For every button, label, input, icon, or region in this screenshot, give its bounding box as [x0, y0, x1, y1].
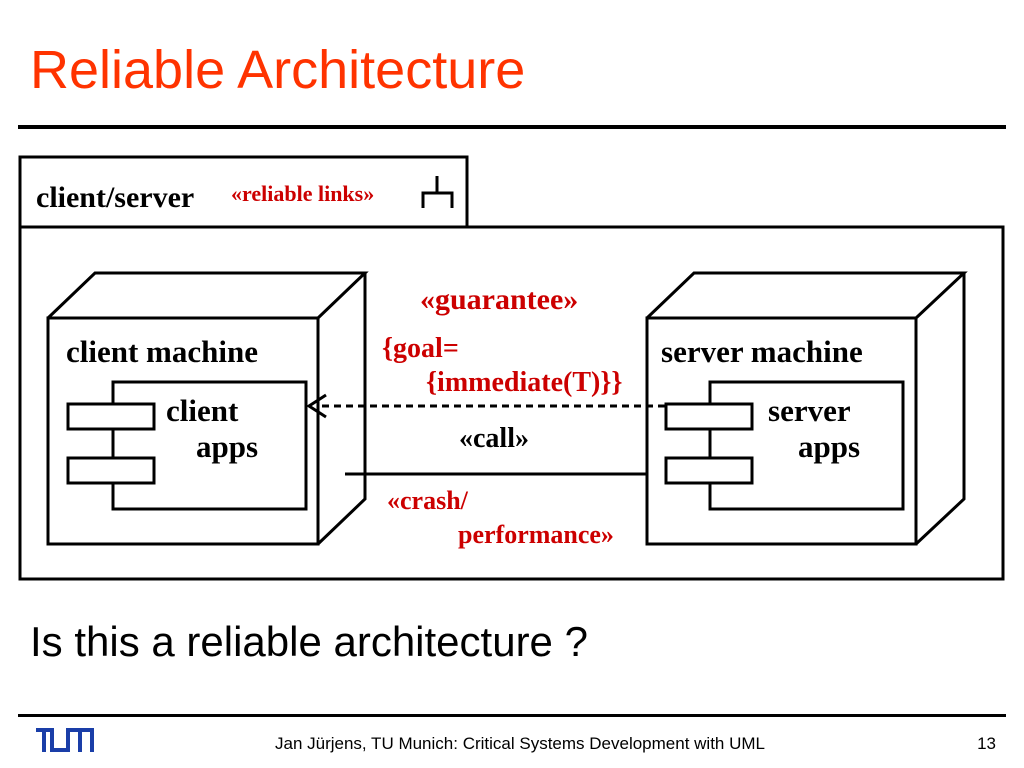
server-apps-label-line2: apps: [798, 429, 860, 464]
tum-logo: [36, 728, 94, 752]
slide-title: Reliable Architecture: [30, 40, 526, 100]
client-node: [46, 271, 369, 546]
subsystem-fork-icon: [421, 176, 454, 208]
package-frame: [18, 155, 1005, 581]
server-apps-label-line1: server: [768, 393, 851, 428]
client-apps-label-line2: apps: [196, 429, 258, 464]
goal-tag-line2: {immediate(T)}}: [426, 367, 622, 398]
footer-divider: [18, 714, 1006, 717]
footer-text: Jan Jürjens, TU Munich: Critical Systems…: [274, 734, 765, 753]
package-stereotype: «reliable links»: [231, 181, 374, 206]
package-name: client/server: [36, 181, 194, 214]
link-stereotype-line1: «crash/: [387, 486, 469, 515]
question-text: Is this a reliable architecture ?: [30, 618, 588, 665]
server-node: [645, 271, 968, 546]
server-apps-component: [664, 380, 905, 511]
link-stereotype-line2: performance»: [458, 520, 614, 549]
client-apps-label-line1: client: [166, 393, 239, 428]
server-node-name: server machine: [661, 334, 863, 369]
component-port-bottom: [664, 456, 754, 485]
call-stereotype: «call»: [459, 423, 529, 454]
component-port-top: [664, 402, 754, 431]
component-port-top: [66, 402, 156, 431]
component-port-bottom: [66, 456, 156, 485]
guarantee-stereotype: «guarantee»: [420, 283, 578, 316]
deployment-diagram: client/server «reliable links» client ma…: [18, 155, 1005, 581]
client-node-name: client machine: [66, 334, 258, 369]
client-apps-component: [66, 380, 308, 511]
goal-tag-line1: {goal=: [382, 333, 459, 364]
package-body: [18, 225, 1005, 581]
call-dependency-arrowhead: [306, 393, 327, 419]
page-number: 13: [977, 734, 996, 753]
title-divider: [18, 125, 1006, 129]
